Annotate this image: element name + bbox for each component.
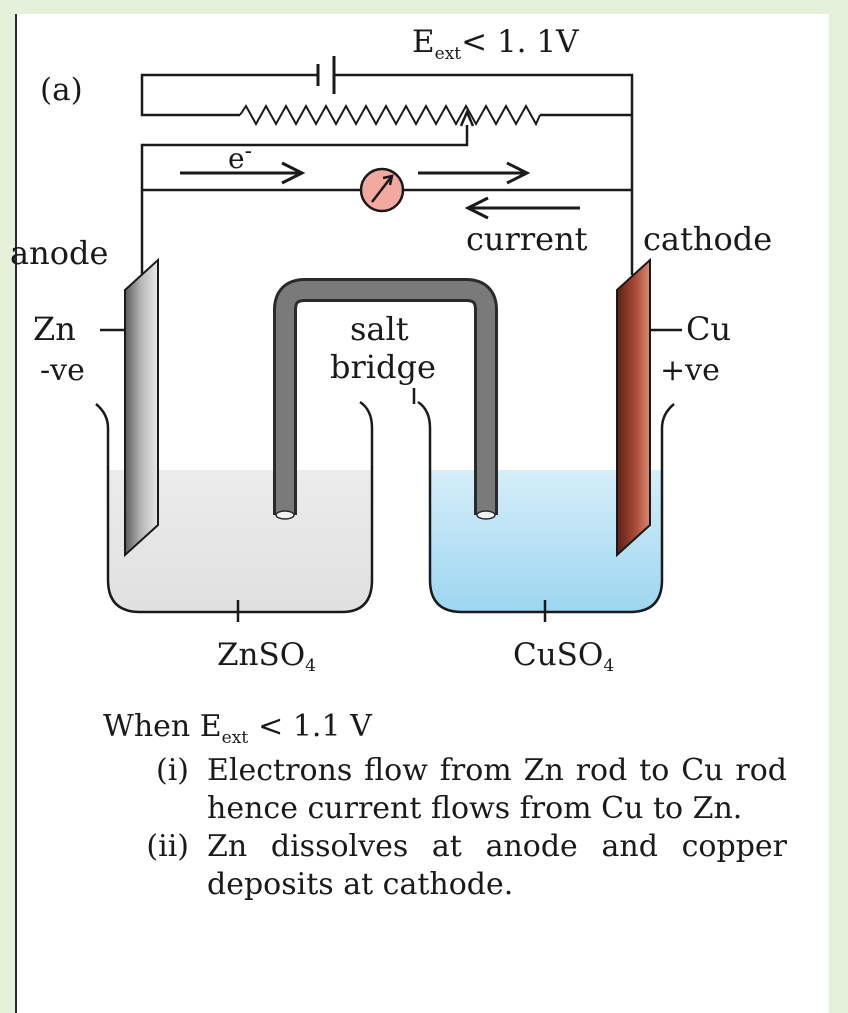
current-label: current [466, 220, 588, 258]
copper-element-label: Cu [686, 310, 731, 348]
zinc-sulfate-solution [108, 470, 372, 612]
leader-lines [100, 328, 682, 622]
caption-heading: When Eext< 1.1 V [103, 709, 372, 748]
figure-label: (a) [40, 72, 83, 108]
copper-sign-label: +ve [660, 353, 720, 388]
zinc-sulfate-label: ZnSO4 [217, 637, 316, 676]
electron-label: e- [228, 139, 252, 175]
zinc-element-label: Zn [33, 310, 76, 348]
caption-item-number: (ii) [146, 829, 189, 864]
zinc-sign-label: -ve [40, 353, 85, 388]
external-voltage-label: Eext< 1. 1V [412, 24, 579, 64]
galvanometer-icon [359, 167, 405, 213]
caption-item: (ii) Zn dissolves at anode and copper de… [103, 828, 823, 904]
caption-item-text: Electrons flow from Zn rod to Cu rod hen… [207, 753, 787, 826]
copper-sulfate-label: CuSO4 [513, 637, 614, 676]
anode-label: anode [10, 234, 108, 272]
caption: When Eext< 1.1 V (i) Electrons flow from… [103, 708, 823, 904]
cathode-label: cathode [643, 220, 772, 258]
current-flow-arrow [464, 196, 580, 220]
salt-bridge-end-left [275, 510, 295, 520]
caption-item-number: (i) [155, 753, 189, 788]
salt-bridge-label-line2: bridge [330, 348, 436, 386]
rheostat-resistor-icon [239, 103, 541, 127]
caption-item: (i) Electrons flow from Zn rod to Cu rod… [103, 752, 823, 828]
external-circuit [140, 73, 634, 275]
zinc-beaker [95, 400, 374, 614]
salt-bridge-end-right [476, 510, 496, 520]
left-border-rule [15, 14, 17, 1013]
zinc-rod [124, 257, 159, 558]
rheostat-slider-arrow [459, 108, 475, 127]
electron-flow-arrow [180, 161, 306, 185]
electron-flow-arrow-right [418, 161, 531, 185]
battery-icon [316, 56, 336, 94]
salt-bridge-label-line1: salt [350, 310, 409, 348]
copper-rod [616, 257, 651, 558]
caption-item-text: Zn dissolves at anode and copper deposit… [207, 829, 787, 902]
salt-bridge-fill [276, 281, 495, 515]
